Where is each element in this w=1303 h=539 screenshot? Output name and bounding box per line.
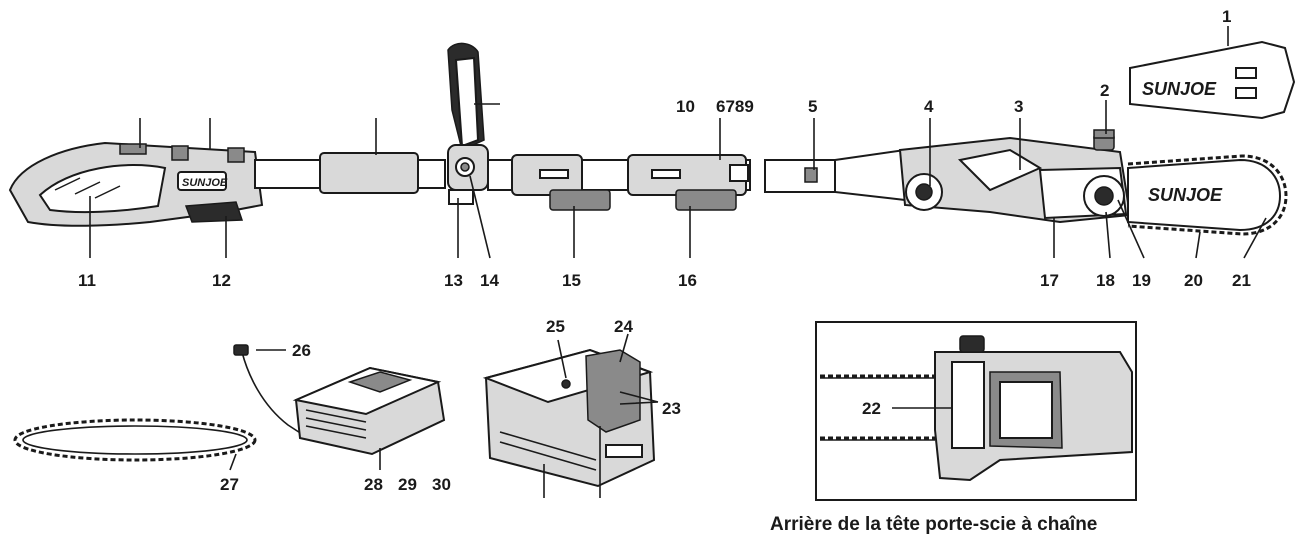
callout-25: 25 bbox=[546, 317, 565, 336]
callout-24: 24 bbox=[614, 317, 633, 336]
callout-21: 21 bbox=[1232, 271, 1251, 290]
callout-10: 10 bbox=[676, 97, 695, 116]
callout-30: 30 bbox=[432, 475, 451, 494]
callout-13: 13 bbox=[444, 271, 463, 290]
callout-19: 19 bbox=[1132, 271, 1151, 290]
pole-saw-assembly: SUNJOE bbox=[8, 42, 1288, 236]
guide-bar bbox=[1127, 158, 1282, 232]
callout-22: 22 bbox=[862, 399, 881, 418]
callout-4: 4 bbox=[924, 97, 934, 116]
callout-28: 28 bbox=[364, 475, 383, 494]
callout-2: 2 bbox=[1100, 81, 1109, 100]
replacement-chain bbox=[13, 418, 257, 462]
callout-27: 27 bbox=[220, 475, 239, 494]
blade-cover: SUNJOE bbox=[1129, 40, 1296, 120]
blade-cover-logo: SUNJOE bbox=[1142, 79, 1217, 99]
callout-17: 17 bbox=[1040, 271, 1059, 290]
callout-20: 20 bbox=[1184, 271, 1203, 290]
inset-caption: Arrière de la tête porte-scie à chaîne bbox=[770, 514, 1097, 535]
callout-5: 5 bbox=[808, 97, 817, 116]
callout-15: 15 bbox=[562, 271, 581, 290]
handle-logo: SUNJOE bbox=[182, 177, 228, 189]
callout-labels: 1 2 3 4 5 6789 10 11 12 13 14 15 16 17 1… bbox=[78, 7, 1251, 494]
saw-head-rear-inset bbox=[815, 321, 1137, 501]
callout-26: 26 bbox=[292, 341, 311, 360]
leader-lines bbox=[89, 26, 1267, 498]
callout-1: 1 bbox=[1222, 7, 1231, 26]
charger bbox=[233, 344, 446, 456]
callout-12: 12 bbox=[212, 271, 231, 290]
battery-pack bbox=[482, 348, 656, 488]
chain-release-button bbox=[951, 361, 985, 449]
callout-18: 18 bbox=[1096, 271, 1115, 290]
callout-11: 11 bbox=[78, 271, 96, 290]
pole-lock-1 bbox=[549, 189, 611, 211]
pole-lock-2 bbox=[675, 189, 737, 211]
callout-29: 29 bbox=[398, 475, 417, 494]
foam-grip bbox=[319, 152, 419, 194]
guide-bar-logo: SUNJOE bbox=[1148, 185, 1223, 205]
callout-14: 14 bbox=[480, 271, 499, 290]
callout-16: 16 bbox=[678, 271, 697, 290]
callout-3: 3 bbox=[1014, 97, 1023, 116]
callout-6789: 6789 bbox=[716, 97, 754, 116]
callout-23: 23 bbox=[662, 399, 681, 418]
saw-chain bbox=[1127, 154, 1288, 236]
